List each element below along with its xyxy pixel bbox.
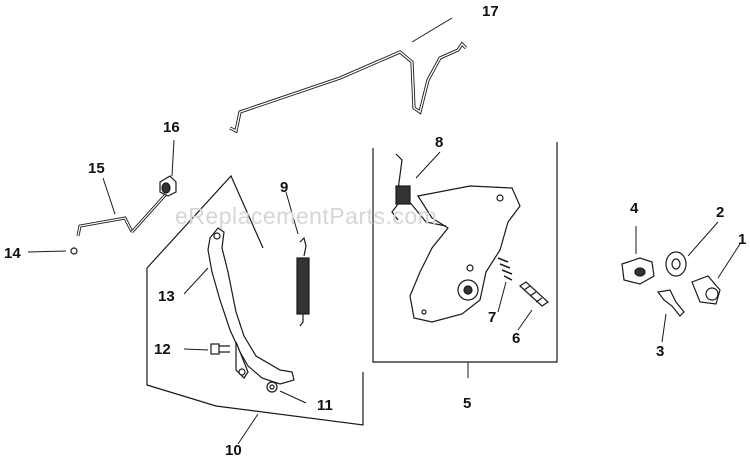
- callout-8: 8: [435, 134, 444, 151]
- part-13-lever: [207, 227, 295, 385]
- group-10-outline-top: [146, 174, 264, 269]
- part-4-bracket: [621, 257, 655, 285]
- callout-16: 16: [163, 119, 180, 136]
- part-17-rod: [229, 41, 468, 134]
- callout-4: 4: [630, 200, 639, 217]
- part-14-clip: [70, 247, 78, 255]
- callout-11: 11: [317, 397, 333, 414]
- callout-13: 13: [158, 288, 175, 305]
- leader-lines: [27, 17, 741, 445]
- callout-6: 6: [512, 330, 521, 347]
- part-16-clamp: [159, 175, 177, 197]
- callout-7: 7: [488, 309, 497, 326]
- callout-5: 5: [463, 395, 472, 412]
- group-10-outline: [146, 268, 364, 426]
- part-6-screw: [519, 281, 549, 307]
- part-11-nut: [266, 381, 278, 393]
- callout-14: 14: [4, 245, 21, 262]
- part-15-rod: [76, 190, 170, 237]
- part-1-bolt: [691, 275, 721, 305]
- part-5-plate: [407, 185, 521, 323]
- group-5-outline: [372, 142, 558, 363]
- callout-17: 17: [482, 3, 499, 20]
- part-7-spring: [497, 257, 513, 281]
- part-2-washer: [665, 251, 687, 277]
- callout-15: 15: [88, 160, 105, 177]
- callout-3: 3: [656, 343, 665, 360]
- watermark: eReplacementParts.com: [175, 203, 438, 229]
- callout-1: 1: [738, 231, 747, 248]
- part-12-bolt: [210, 343, 230, 355]
- callout-9: 9: [280, 179, 289, 196]
- callout-12: 12: [154, 341, 171, 358]
- part-9-spring: [296, 236, 310, 327]
- callout-10: 10: [225, 442, 242, 459]
- part-3-bolt: [656, 289, 685, 317]
- callout-2: 2: [716, 204, 725, 221]
- part-8-spring: [391, 153, 411, 221]
